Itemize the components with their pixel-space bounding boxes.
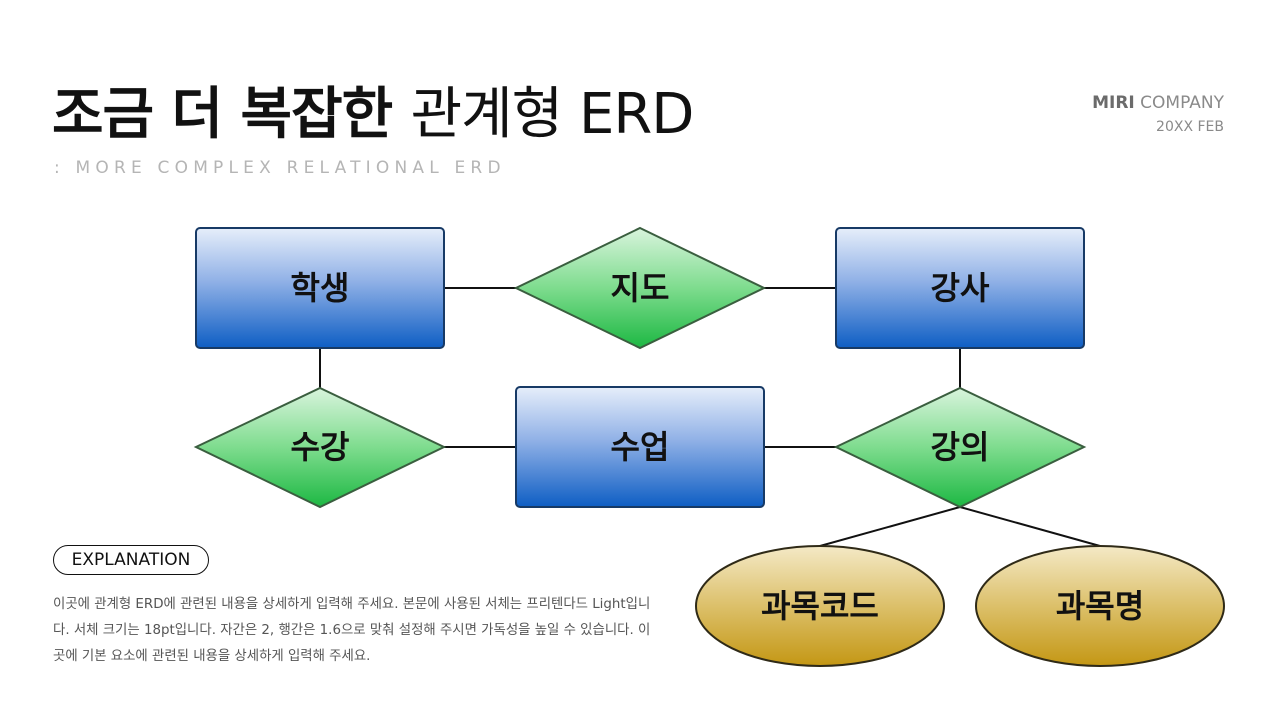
relationship-label: 지도 [611, 269, 670, 307]
entity-student: 학생 [195, 227, 445, 349]
page-title: 조금 더 복잡한 관계형 ERD [52, 80, 695, 150]
brand-block: MIRI COMPANY 20XX FEB [1092, 93, 1224, 135]
attribute-course-code: 과목코드 [695, 545, 945, 667]
relationship-label: 수강 [291, 428, 350, 466]
brand-rest: COMPANY [1140, 93, 1224, 113]
relationship-diamond [833, 386, 1087, 509]
title-bold: 조금 더 복잡한 [52, 82, 393, 147]
connector-lines [319, 287, 1101, 547]
brand-date: 20XX FEB [1156, 119, 1224, 135]
relationship-diamond [513, 226, 767, 350]
explanation-text: 이곳에 관계형 ERD에 관련된 내용을 상세하게 입력해 주세요. 본문에 사… [53, 597, 651, 664]
entity-box [835, 227, 1085, 349]
brand-name: MIRI COMPANY [1092, 93, 1224, 113]
relationship-enroll: 수강 [193, 386, 447, 509]
relationship-diamond [193, 386, 447, 509]
entity-label: 수업 [611, 428, 670, 466]
entity-label: 학생 [291, 269, 350, 307]
relationship-lecture: 강의 [833, 386, 1087, 509]
entity-box [515, 386, 765, 508]
title-light: 관계형 ERD [410, 82, 695, 147]
attribute-label: 과목코드 [761, 587, 879, 625]
attribute-label: 과목명 [1056, 587, 1144, 625]
entity-instructor: 강사 [835, 227, 1085, 349]
entity-class: 수업 [515, 386, 765, 508]
line-lecture-course-code [819, 506, 961, 547]
entity-box [195, 227, 445, 349]
attribute-ellipse [695, 545, 945, 667]
attribute-ellipse [975, 545, 1225, 667]
explanation-badge: EXPLANATION [53, 545, 209, 575]
line-lecture-course-name [959, 506, 1101, 547]
attribute-course-name: 과목명 [975, 545, 1225, 667]
entity-label: 강사 [931, 269, 990, 307]
page-subtitle: : MORE COMPLEX RELATIONAL ERD [54, 158, 506, 178]
relationship-label: 강의 [931, 428, 990, 466]
brand-bold: MIRI [1092, 93, 1135, 113]
relationship-advise: 지도 [513, 226, 767, 350]
